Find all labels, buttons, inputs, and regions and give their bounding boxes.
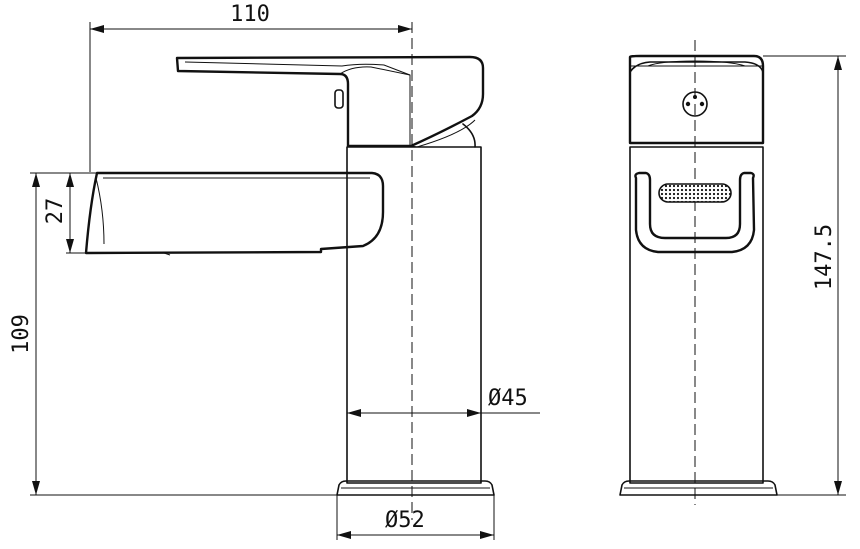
- dimension-spout-height: 27: [43, 172, 97, 254]
- spout: [84, 171, 385, 256]
- dimension-overall-reach: 110: [89, 2, 413, 172]
- dimension-label-d45: Ø45: [488, 386, 528, 411]
- indicator-icon: [682, 91, 708, 117]
- front-base-plate: [619, 480, 778, 496]
- dimension-base-diameter: Ø52: [336, 495, 495, 540]
- base-plate: [336, 480, 495, 496]
- front-body-cylinder: [629, 146, 764, 484]
- dimension-label-d52: Ø52: [385, 508, 425, 533]
- side-view: 110 27 109 Ø45: [9, 2, 540, 540]
- front-handle: [628, 54, 765, 145]
- dimension-label-147-5: 147.5: [812, 224, 837, 290]
- dimension-body-diameter: Ø45: [347, 386, 540, 417]
- front-spout-outlet: [634, 171, 756, 254]
- front-view: 147.5: [619, 40, 846, 505]
- body-cylinder: [346, 146, 482, 484]
- dimension-total-height: 147.5: [763, 55, 846, 496]
- dimension-label-27: 27: [43, 198, 68, 225]
- dimension-spout-clearance: 109: [9, 172, 337, 496]
- handle-lever: [175, 55, 485, 148]
- dimension-label-109: 109: [9, 314, 34, 354]
- dimension-label-110: 110: [230, 2, 270, 27]
- aerator-mesh: [658, 183, 732, 203]
